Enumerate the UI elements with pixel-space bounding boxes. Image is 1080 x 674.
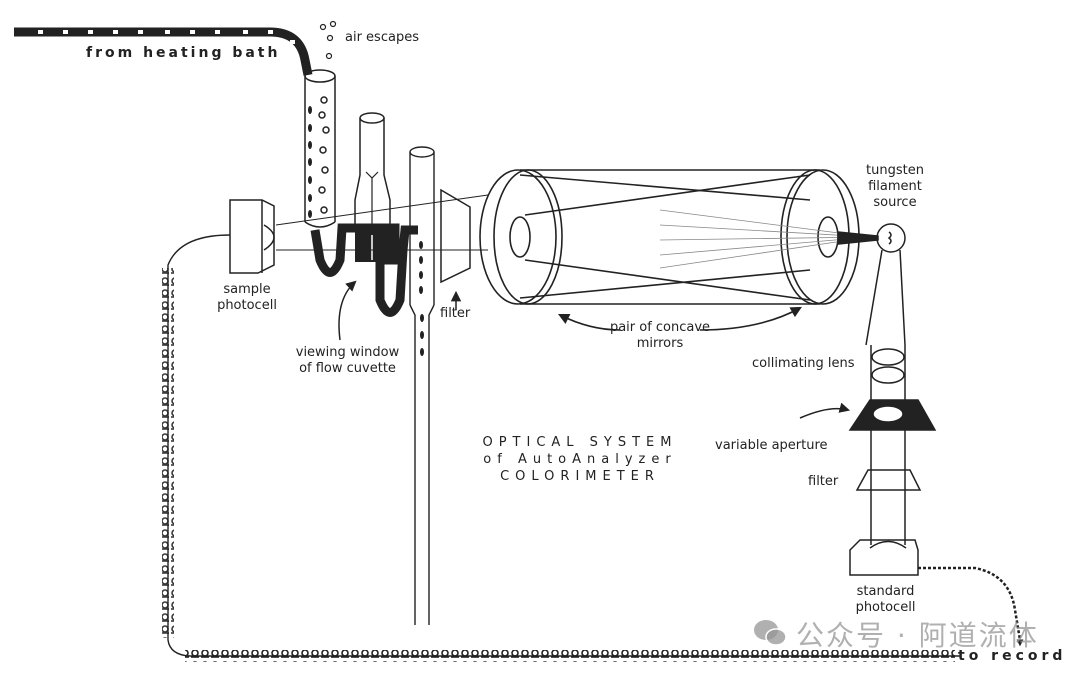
label-standard-photocell: standard photocell (848, 584, 923, 616)
coiled-cable-standard (918, 566, 1024, 647)
label-filter-left: filter (440, 306, 471, 321)
label-viewing-line1: viewing window (295, 345, 400, 360)
label-mirrors-line1: pair of concave (609, 320, 711, 335)
concave-mirror-assembly (479, 169, 860, 331)
label-to-record: to record (958, 648, 1067, 664)
label-sample-line1: sample (223, 282, 271, 297)
label-from-heating-bath: from heating bath (86, 45, 281, 61)
label-mirrors-line2: mirrors (636, 336, 684, 351)
label-tungsten-source: tungsten filament source (860, 163, 930, 211)
title-line-3: COLORIMETER (500, 469, 660, 484)
label-tungsten-line1: tungsten (866, 163, 924, 178)
label-collimating-lens: collimating lens (752, 356, 855, 371)
viewing-window-pointer (338, 280, 357, 341)
debubbler-tube (304, 69, 336, 228)
label-tungsten-line2: filament (868, 179, 922, 194)
light-cone-lines (659, 209, 871, 269)
label-viewing-line2: of flow cuvette (299, 361, 396, 376)
light-beam (275, 194, 489, 251)
watermark-text: 公众号 · 阿道流体 (796, 619, 1039, 652)
label-filter-right: filter (808, 474, 839, 489)
filter (440, 188, 471, 310)
sample-photocell (229, 199, 275, 274)
tungsten-lamp (837, 223, 906, 346)
label-standard-line2: photocell (855, 600, 916, 615)
label-variable-aperture: variable aperture (715, 438, 828, 453)
air-bubbles (319, 20, 337, 60)
waste-tube (409, 146, 435, 625)
collimating-column (799, 345, 937, 576)
wechat-icon (754, 620, 787, 646)
label-sample-line2: photocell (217, 298, 277, 313)
label-standard-line1: standard (856, 584, 915, 599)
flow-cuvette (310, 112, 418, 317)
heating-bath-tube (14, 27, 313, 76)
label-sample-photocell: sample photocell (212, 282, 282, 314)
label-viewing-window: viewing window of flow cuvette (285, 345, 410, 377)
label-air-escapes: air escapes (345, 30, 419, 45)
title-line-2: of AutoAnalyzer (483, 452, 677, 467)
label-pair-of-mirrors: pair of concave mirrors (600, 320, 720, 352)
title-line-1: OPTICAL SYSTEM (482, 435, 678, 450)
coiled-cable-sample (162, 234, 960, 662)
diagram-title: OPTICAL SYSTEM of AutoAnalyzer COLORIMET… (440, 434, 720, 485)
label-tungsten-line3: source (873, 195, 917, 210)
